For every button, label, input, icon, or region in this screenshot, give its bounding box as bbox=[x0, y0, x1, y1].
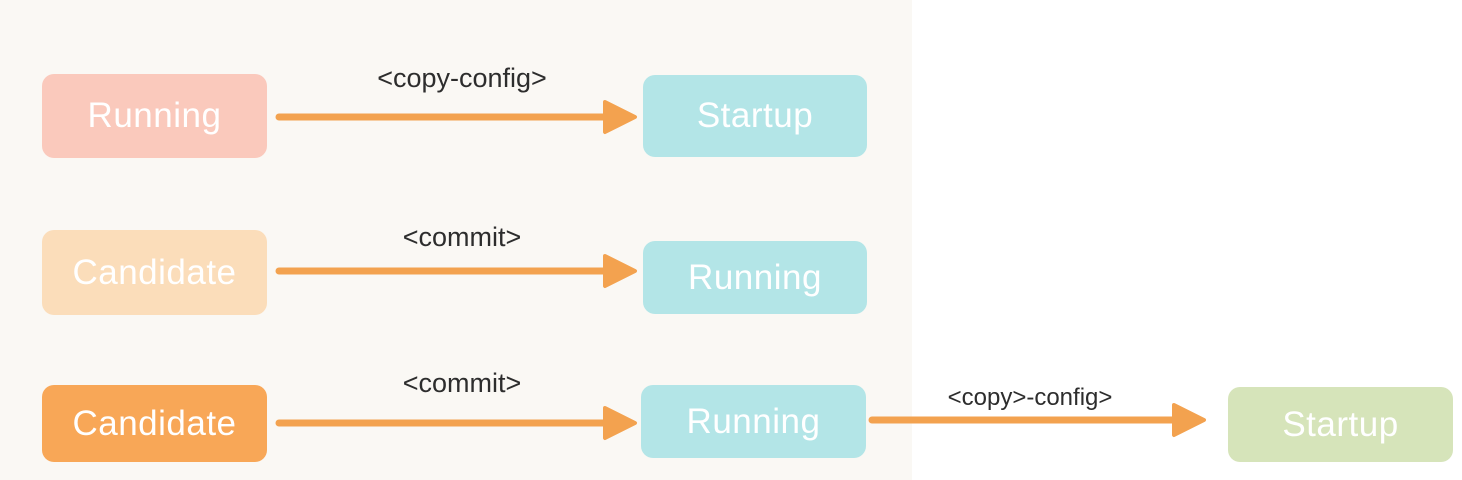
node-label: Startup bbox=[1282, 404, 1399, 444]
node-startup-target-2: Startup bbox=[1228, 387, 1453, 462]
node-candidate-source-2: Candidate bbox=[42, 385, 267, 462]
operation-label-commit: <commit> bbox=[402, 222, 522, 252]
operation-label-commit-2: <commit> bbox=[402, 368, 522, 398]
node-label: Candidate bbox=[72, 403, 237, 443]
operation-label-copy-config: <copy-config> bbox=[377, 63, 547, 93]
node-running-source: Running bbox=[42, 74, 267, 158]
node-label: Candidate bbox=[72, 252, 237, 292]
arrow-right-icon bbox=[868, 403, 1206, 437]
node-label: Running bbox=[686, 401, 821, 441]
arrow-right-icon bbox=[275, 406, 637, 440]
arrow-right-icon bbox=[275, 100, 637, 134]
operation-label-copy-config-2: <copy>-config> bbox=[947, 384, 1113, 411]
node-label: Startup bbox=[696, 96, 814, 135]
node-candidate-source: Candidate bbox=[42, 230, 267, 315]
node-running-target: Running bbox=[643, 241, 867, 314]
node-running-middle: Running bbox=[641, 385, 866, 458]
arrow-right-icon bbox=[275, 254, 637, 288]
node-label: Running bbox=[688, 257, 822, 297]
node-startup-target: Startup bbox=[643, 75, 867, 157]
node-label: Running bbox=[87, 96, 222, 135]
